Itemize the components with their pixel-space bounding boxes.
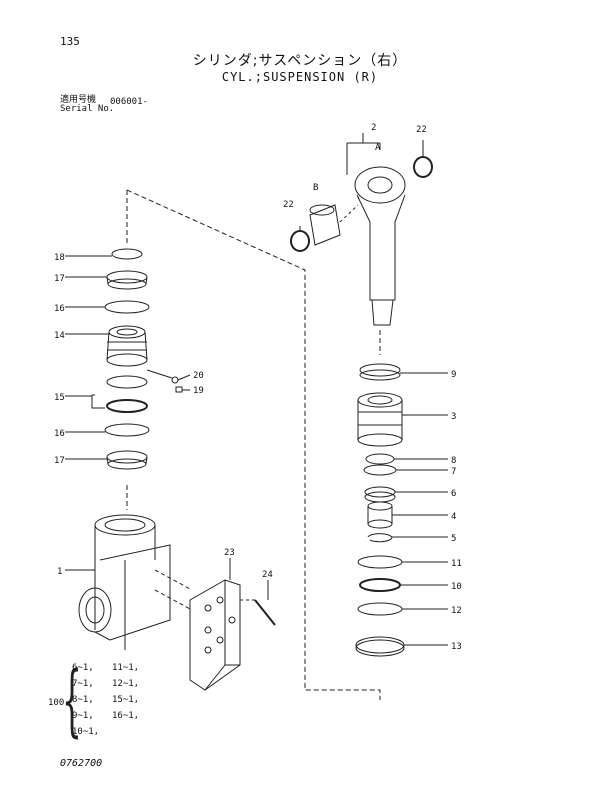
kit-item: 6~1, [72, 663, 94, 673]
plug-19 [175, 386, 183, 393]
bushing-b [309, 204, 341, 246]
callout-23: 23 [224, 548, 235, 558]
callout-18: 18 [54, 253, 65, 263]
callout-16-lower: 16 [54, 429, 65, 439]
title-english: CYL.;SUSPENSION (R) [221, 70, 379, 84]
serial-label-ja: 適用号機 [60, 95, 97, 105]
kit-item: 16~1, [112, 711, 140, 721]
kit-number: 100 [48, 698, 65, 708]
callout-20: 20 [193, 371, 204, 381]
callout-17-lower: 17 [54, 456, 65, 466]
seal-kit-table: 100 { 6~1,11~1, 7~1,12~1, 8~1,15~1, 9~1,… [48, 660, 188, 750]
callout-7: 7 [451, 467, 456, 477]
callout-10: 10 [451, 582, 462, 592]
snap-ring-5 [367, 533, 393, 543]
callout-15: 15 [54, 393, 65, 403]
callout-9: 9 [451, 370, 456, 380]
seal-22-left [290, 230, 310, 252]
kit-item: 7~1, [72, 679, 94, 689]
plug-20 [171, 376, 179, 384]
callout-22-right: 22 [416, 125, 427, 135]
callout-labels: 18 17 16 14 15 16 17 1 20 19 23 24 2 A B… [54, 123, 462, 652]
kit-row: 8~1, 15~1, [72, 692, 152, 708]
drawing-number: 0762700 [60, 758, 103, 769]
piston-rod-2 [354, 166, 406, 326]
callout-12: 12 [451, 606, 462, 616]
callout-16-upper: 16 [54, 304, 65, 314]
kit-item: 8~1, [72, 695, 94, 705]
serial-label-en: Serial No. [60, 104, 115, 114]
callout-24: 24 [262, 570, 273, 580]
seal-22-right [413, 156, 433, 178]
piston-14 [106, 325, 148, 367]
callout-2: 2 [371, 123, 376, 133]
callout-4: 4 [451, 512, 456, 522]
callout-8: 8 [451, 456, 456, 466]
kit-brace: { [62, 656, 82, 746]
kit-row: 6~1, 11~1, [72, 660, 152, 676]
kit-item: 12~1, [112, 679, 140, 689]
ring-18 [111, 248, 143, 260]
callout-14: 14 [54, 331, 65, 341]
callout-13: 13 [451, 642, 462, 652]
cylinder-tube-1 [78, 514, 171, 650]
callout-11: 11 [451, 559, 462, 569]
kit-item: 9~1, [72, 711, 94, 721]
kit-item: 15~1, [112, 695, 140, 705]
callout-3: 3 [451, 412, 456, 422]
callout-b: B [313, 183, 318, 193]
title-japanese: シリンダ;サスペンション（右） [192, 53, 408, 69]
callout-19: 19 [193, 386, 204, 396]
gland-3 [357, 392, 403, 447]
callout-1: 1 [57, 567, 62, 577]
callout-a: A [375, 143, 381, 153]
page-number: 135 [60, 35, 80, 48]
valve-block-23 [189, 579, 241, 691]
kit-row: 7~1, 12~1, [72, 676, 152, 692]
callout-6: 6 [451, 489, 456, 499]
bolt-24 [254, 599, 276, 626]
callout-5: 5 [451, 534, 456, 544]
bushing-4 [367, 501, 393, 529]
kit-row: 9~1, 16~1, [72, 708, 152, 724]
kit-item: 11~1, [112, 663, 140, 673]
assembly-guide-line [126, 189, 381, 700]
callout-17-upper: 17 [54, 274, 65, 284]
kit-row: 10~1, [72, 724, 152, 740]
callout-22-left: 22 [283, 200, 294, 210]
kit-item: 10~1, [72, 727, 100, 737]
kit-list: 6~1,11~1, 7~1,12~1, 8~1,15~1, 9~1,16~1, … [72, 660, 152, 740]
serial-value: 006001- [110, 97, 148, 107]
seal-16 [104, 300, 150, 314]
